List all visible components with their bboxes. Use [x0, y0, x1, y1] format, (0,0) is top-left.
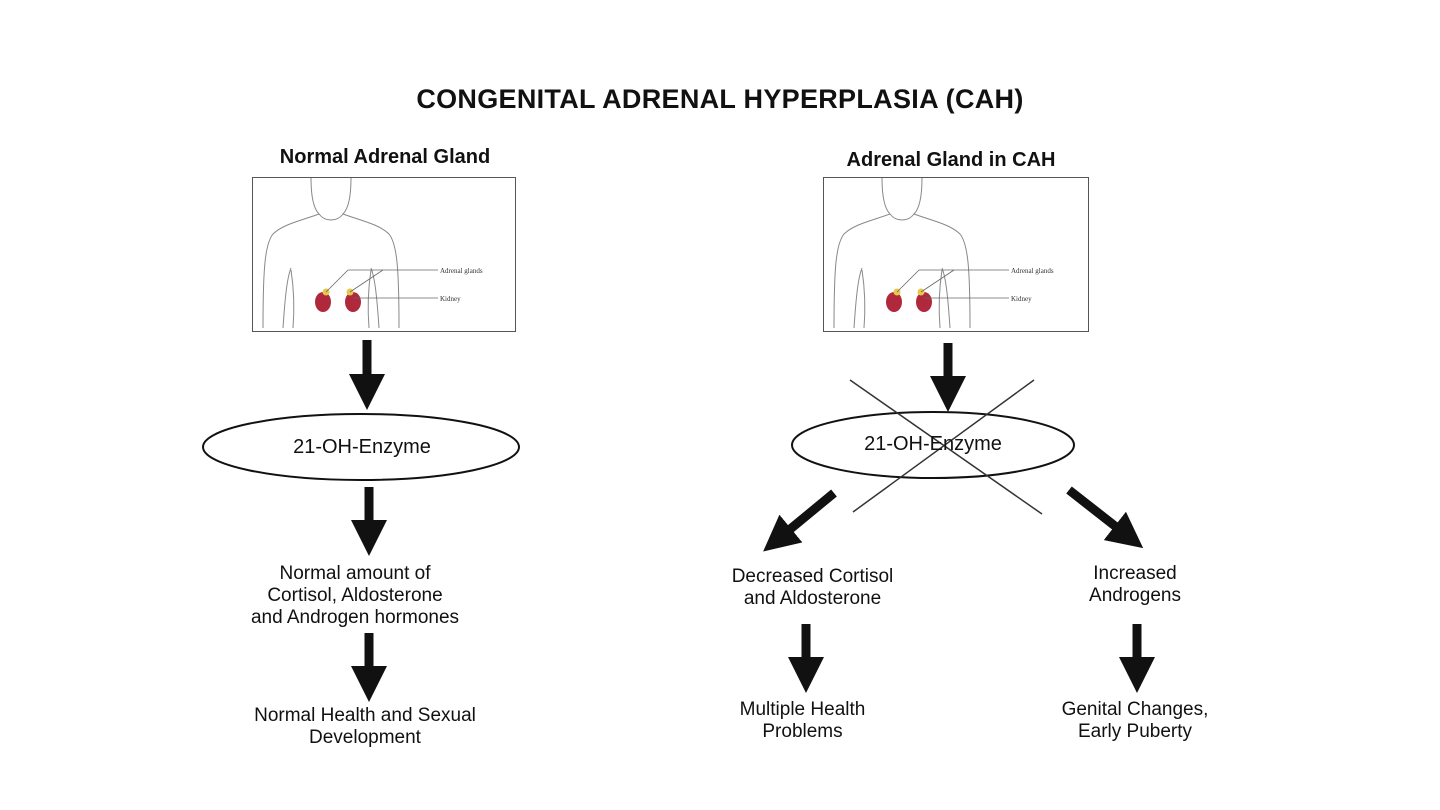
decreased-hormones-text: Decreased Cortisol and Aldosterone: [731, 566, 894, 609]
normal-body-figure: Adrenal glands Kidney: [252, 177, 516, 332]
normal-outcome-text: Normal Health and Sexual Development: [254, 705, 476, 748]
arrow-diagonal-left-icon: [763, 489, 837, 552]
adrenal-glands-label: Adrenal glands: [1011, 267, 1054, 275]
cah-gland-heading: Adrenal Gland in CAH: [846, 149, 1056, 171]
health-problems-text: Multiple Health Problems: [739, 699, 866, 742]
genital-changes-text: Genital Changes, Early Puberty: [1061, 699, 1209, 742]
cross-out-line: [852, 379, 1035, 513]
normal-gland-heading: Normal Adrenal Gland: [279, 146, 491, 168]
adrenal-glands-label: Adrenal glands: [440, 267, 483, 275]
enzyme-label-normal: 21-OH-Enzyme: [293, 436, 431, 458]
cross-out-line: [849, 379, 1043, 515]
body-outline-illustration: Adrenal glands Kidney: [833, 178, 1054, 329]
enzyme-ellipse-cah: [791, 411, 1075, 479]
body-outline-illustration: Adrenal glands Kidney: [262, 178, 483, 329]
enzyme-ellipse-normal: [202, 413, 520, 481]
normal-hormones-text: Normal amount of Cortisol, Aldosterone a…: [250, 563, 460, 628]
cah-body-figure: Adrenal glands Kidney: [823, 177, 1089, 332]
kidney-label: Kidney: [1011, 295, 1032, 303]
increased-androgens-text: Increased Androgens: [1089, 563, 1181, 606]
enzyme-label-cah: 21-OH-Enzyme: [864, 433, 1002, 455]
diagram-title: CONGENITAL ADRENAL HYPERPLASIA (CAH): [416, 84, 1024, 114]
kidney-label: Kidney: [440, 295, 461, 303]
arrow-diagonal-right-icon: [1066, 486, 1144, 549]
